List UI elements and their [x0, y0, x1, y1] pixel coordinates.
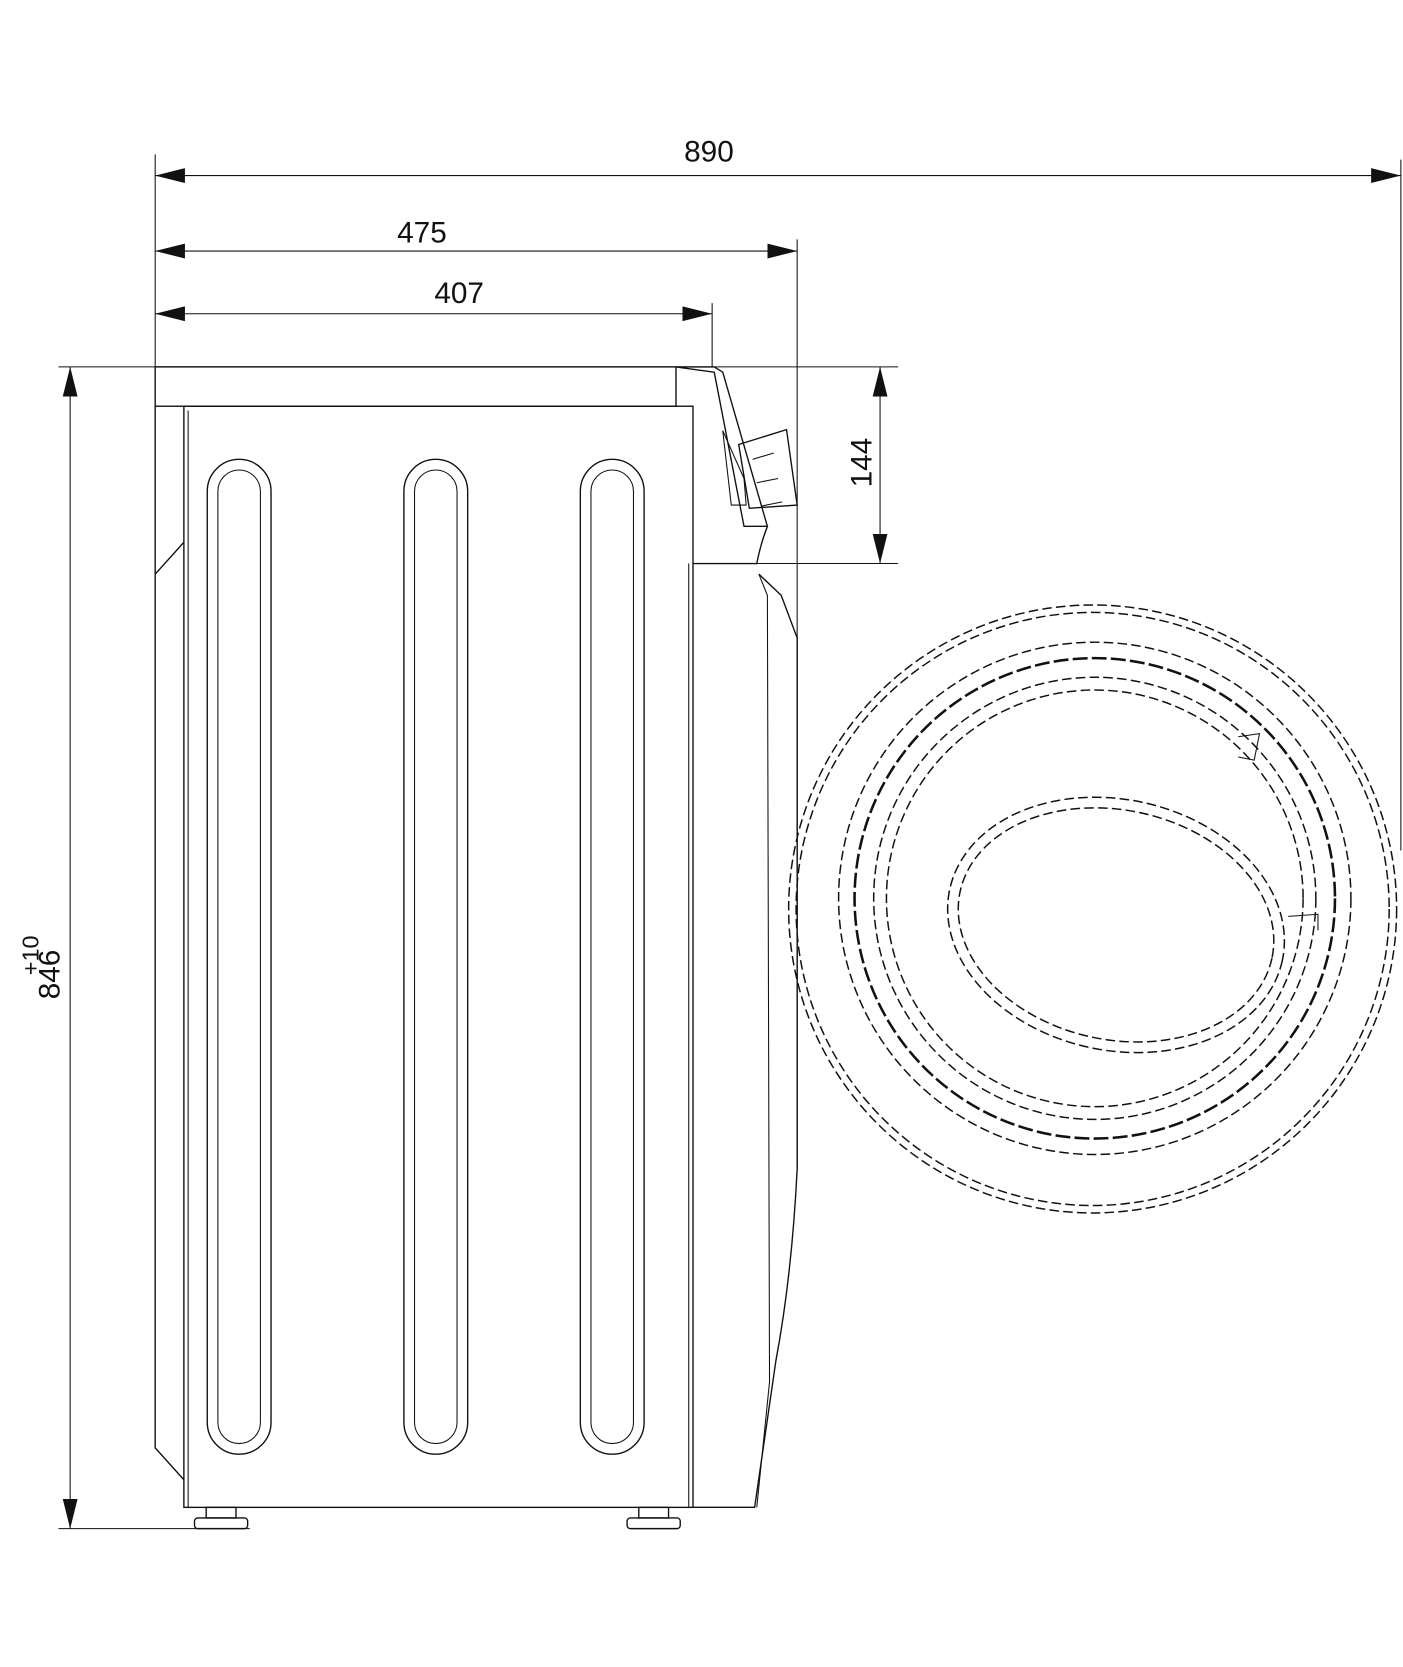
- dimension-total-depth: 890: [155, 136, 1401, 184]
- door-swing-outline: [787, 604, 1398, 1214]
- dimension-panel-height: 144: [846, 366, 888, 564]
- dimension-label-475: 475: [397, 217, 447, 250]
- dimension-height: 846 +10: [17, 366, 78, 1529]
- side-panel-slots: [206, 458, 645, 1455]
- dimension-label-846: 846: [34, 950, 67, 1000]
- dimension-label-407: 407: [434, 277, 484, 310]
- extension-lines: [58, 154, 1402, 1530]
- selector-knob-icon: [737, 428, 798, 509]
- machine-body: [154, 366, 798, 1509]
- control-panel: [675, 366, 798, 528]
- dimension-body-depth: 407: [155, 277, 713, 322]
- dimension-label-890: 890: [684, 136, 734, 169]
- dimension-label-144: 144: [846, 438, 879, 488]
- dimension-tolerance: +10: [17, 936, 43, 976]
- dimension-depth-with-panel: 475: [155, 217, 798, 259]
- adjustable-feet: [193, 1506, 681, 1530]
